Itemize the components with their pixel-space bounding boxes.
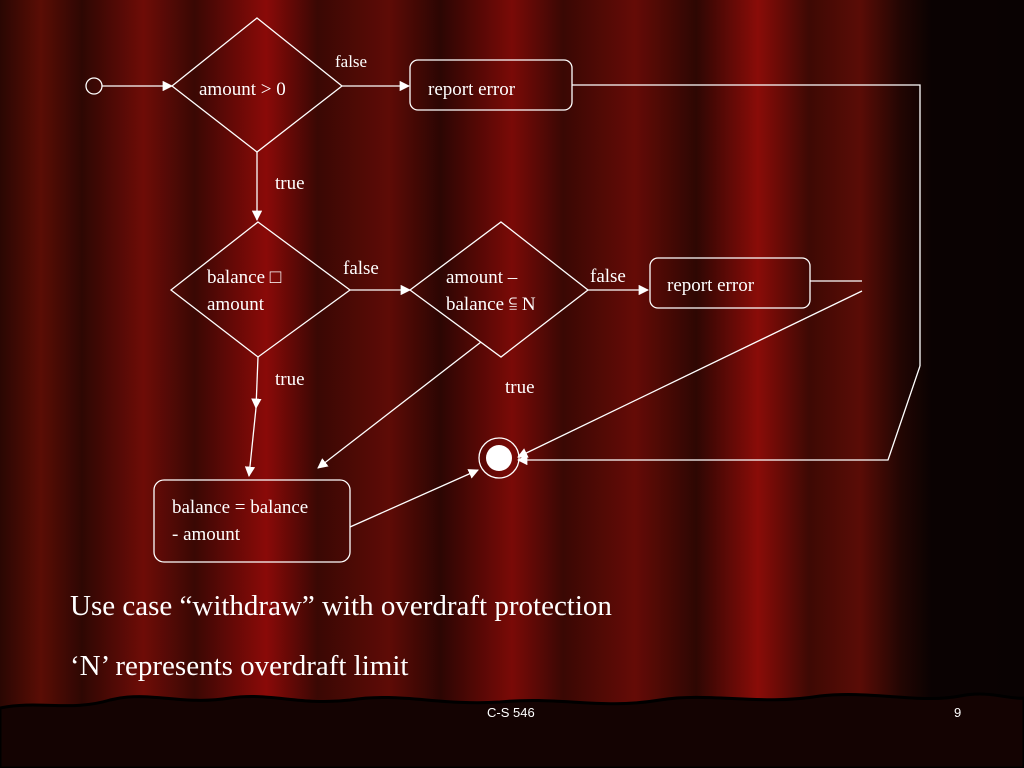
edge-decision-2-true bbox=[251, 356, 262, 410]
footer-course-code: C-S 546 bbox=[487, 705, 535, 720]
end-node-inner bbox=[486, 445, 512, 471]
decision-2-label-line2: amount bbox=[207, 294, 265, 315]
true-label-3: true bbox=[505, 377, 535, 398]
footer-page-number: 9 bbox=[954, 705, 962, 720]
flowchart bbox=[85, 17, 921, 563]
edge-error-2-to-end bbox=[517, 290, 863, 458]
decision-3-label-line2: balance ⫅ N bbox=[446, 294, 536, 315]
withdraw-action-label-line1: balance = balance bbox=[172, 497, 308, 518]
right-curtain-shadow bbox=[935, 0, 1024, 768]
withdraw-action-label-line2: - amount bbox=[172, 524, 241, 545]
edge-withdraw-to-end bbox=[349, 469, 479, 528]
true-label-1: true bbox=[275, 173, 305, 194]
edge-decision-3-true bbox=[317, 341, 482, 469]
report-error-2-box bbox=[649, 257, 811, 309]
report-error-1-label: report error bbox=[428, 79, 516, 100]
end-node-outer bbox=[478, 437, 520, 479]
edge-decision-2-true-b bbox=[244, 407, 257, 478]
report-error-2-label: report error bbox=[667, 275, 755, 296]
true-label-2: true bbox=[275, 369, 305, 390]
edge-error-1-to-end bbox=[572, 84, 921, 366]
decision-2-label-line1: balance □ bbox=[207, 267, 282, 288]
caption-use-case: Use case “withdraw” with overdraft prote… bbox=[70, 590, 612, 622]
false-label-3: false bbox=[590, 266, 626, 287]
caption-overdraft-note: ‘N’ represents overdraft limit bbox=[70, 650, 409, 682]
edge-error-1-to-end-b bbox=[516, 365, 921, 466]
decision-3-label-line1: amount – bbox=[446, 267, 518, 288]
withdraw-action-box bbox=[153, 479, 351, 563]
false-label-1: false bbox=[335, 52, 367, 71]
decision-1-label: amount > 0 bbox=[199, 79, 286, 100]
bottom-drape bbox=[0, 692, 1024, 768]
decision-3-diamond bbox=[408, 221, 590, 358]
false-label-2: false bbox=[343, 258, 379, 279]
